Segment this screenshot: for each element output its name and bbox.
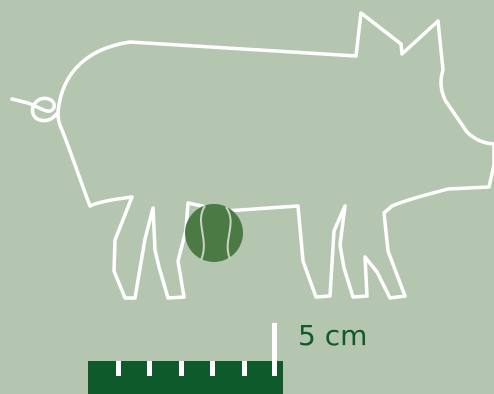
scale-tick bbox=[179, 361, 184, 376]
scale-tick bbox=[242, 361, 247, 376]
scale-label: 5 cm bbox=[298, 318, 367, 354]
pig-outline bbox=[58, 13, 494, 298]
scale-tick bbox=[147, 361, 152, 376]
scale-end-marker bbox=[272, 323, 277, 376]
organ-marker bbox=[185, 204, 243, 262]
scale-tick bbox=[210, 361, 215, 376]
scale-tick bbox=[116, 361, 121, 376]
scale-bar bbox=[88, 323, 283, 394]
pig-tail bbox=[12, 98, 58, 120]
